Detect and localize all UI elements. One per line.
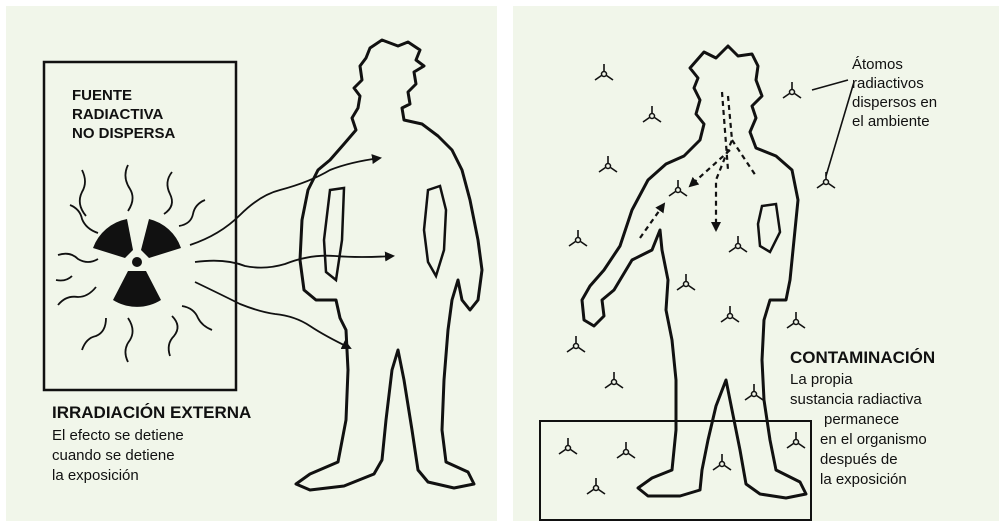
radiation-source-label: FUENTE RADIACTIVA NO DISPERSA (72, 86, 175, 143)
external-irradiation-description: El efecto se detiene cuando se detiene l… (52, 426, 184, 486)
dispersed-atoms-label: Átomos radiactivos dispersos en el ambie… (852, 55, 937, 131)
atoms-label-line: el ambiente (852, 112, 937, 131)
radiation-trefoil-icon (93, 219, 181, 307)
description-line: después de (790, 450, 927, 470)
external-irradiation-title: IRRADIACIÓN EXTERNA (52, 402, 251, 423)
atoms-label-line: Átomos (852, 55, 937, 74)
source-label-line: RADIACTIVA (72, 105, 175, 124)
description-line: la exposición (52, 466, 184, 486)
description-line: La propia (790, 370, 927, 390)
contamination-title: CONTAMINACIÓN (790, 347, 935, 368)
source-label-line: NO DISPERSA (72, 124, 175, 143)
description-line: sustancia radiactiva (790, 390, 927, 410)
person-outline-left (296, 40, 482, 490)
radiation-arrow-lower (195, 282, 350, 348)
radiation-arrow-middle (195, 256, 393, 268)
description-line: permanece (790, 410, 927, 430)
radiation-arrow-upper (190, 158, 380, 245)
description-line: en el organismo (790, 430, 927, 450)
contamination-description: La propia sustancia radiactiva permanece… (790, 370, 927, 490)
internal-contamination-paths (640, 92, 756, 238)
description-line: El efecto se detiene (52, 426, 184, 446)
atoms-pointer-lines (812, 80, 854, 176)
person-outline-right (582, 46, 806, 498)
description-line: cuando se detiene (52, 446, 184, 466)
atoms-label-line: dispersos en (852, 93, 937, 112)
source-label-line: FUENTE (72, 86, 175, 105)
atoms-label-line: radiactivos (852, 74, 937, 93)
description-line: la exposición (790, 470, 927, 490)
